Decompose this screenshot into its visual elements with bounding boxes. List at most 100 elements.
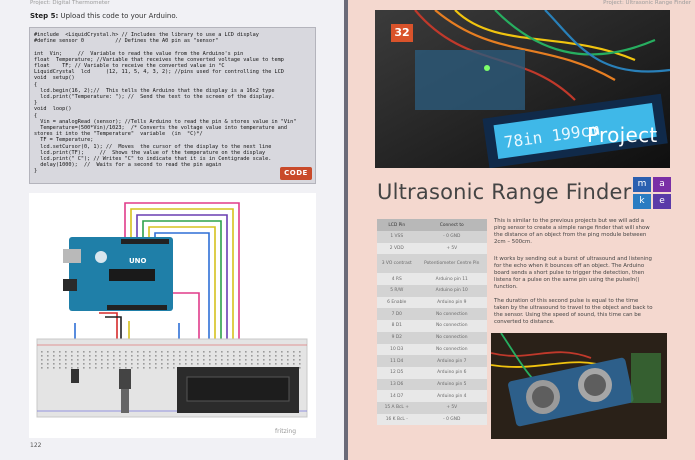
- temperature-sensor: [71, 369, 79, 383]
- table-cell-lcd-pin: 9 D2: [377, 331, 417, 344]
- breadboard-hole: [53, 351, 55, 353]
- breadboard-hole: [227, 351, 229, 353]
- breadboard-hole: [245, 363, 247, 365]
- breadboard-hole: [89, 367, 91, 369]
- breadboard-hole: [197, 355, 199, 357]
- breadboard-hole: [77, 363, 79, 365]
- breadboard-hole: [107, 359, 109, 361]
- breadboard-hole: [299, 363, 301, 365]
- step-label: Step 5:: [30, 12, 59, 20]
- breadboard-hole: [137, 363, 139, 365]
- breadboard-hole: [269, 355, 271, 357]
- arduino-label: UNO: [129, 257, 147, 265]
- breadboard-hole: [221, 359, 223, 361]
- breadboard-hole: [191, 363, 193, 365]
- breadboard-hole: [263, 363, 265, 365]
- make-letter-a: a: [653, 177, 671, 192]
- breadboard-hole: [41, 351, 43, 353]
- breadboard-hole: [155, 355, 157, 357]
- breadboard-hole: [245, 359, 247, 361]
- code-listing-box: #include <LiquidCrystal.h> // Includes t…: [29, 27, 316, 184]
- breadboard-hole: [209, 363, 211, 365]
- step-text: Upload this code to your Arduino.: [58, 12, 178, 20]
- left-page: Project: Digital Thermometer Step 5: Upl…: [0, 0, 344, 460]
- breadboard-hole: [83, 359, 85, 361]
- table-cell-connect-to: Arduino pin 9: [416, 296, 487, 309]
- breadboard-hole: [143, 363, 145, 365]
- breadboard-hole: [155, 351, 157, 353]
- make-letter-k: k: [633, 194, 651, 209]
- breadboard-hole: [299, 351, 301, 353]
- breadboard-hole: [263, 359, 265, 361]
- breadboard-hole: [149, 359, 151, 361]
- breadboard-hole: [161, 351, 163, 353]
- breadboard-hole: [125, 351, 127, 353]
- breadboard-hole: [209, 355, 211, 357]
- breadboard-hole: [233, 351, 235, 353]
- breadboard-hole: [203, 351, 205, 353]
- breadboard-hole: [281, 363, 283, 365]
- breadboard-hole: [221, 363, 223, 365]
- page-gutter: [344, 0, 348, 460]
- table-cell-connect-to: No connection: [416, 308, 487, 321]
- breadboard-hole: [185, 363, 187, 365]
- breadboard-hole: [119, 367, 121, 369]
- breadboard-hole: [275, 351, 277, 353]
- breadboard-hole: [89, 355, 91, 357]
- breadboard-hole: [269, 359, 271, 361]
- breadboard-hole: [287, 359, 289, 361]
- breadboard-hole: [53, 355, 55, 357]
- table-cell-connect-to: No connection: [416, 331, 487, 344]
- breadboard-hole: [137, 355, 139, 357]
- table-cell-lcd-pin: 12 D5: [377, 366, 417, 379]
- breadboard-hole: [167, 351, 169, 353]
- breadboard-hole: [101, 367, 103, 369]
- project-title: Ultrasonic Range Finder: [377, 180, 632, 204]
- breadboard-hole: [143, 351, 145, 353]
- breadboard-hole: [161, 363, 163, 365]
- breadboard-hole: [71, 363, 73, 365]
- breadboard-hole: [233, 359, 235, 361]
- table-row: 16 K BcL -- 0 GND: [377, 413, 487, 426]
- breadboard-hole: [83, 363, 85, 365]
- breadboard-hole: [47, 355, 49, 357]
- breadboard-hole: [59, 363, 61, 365]
- table-cell-lcd-pin: 6 Enable: [377, 296, 417, 309]
- code-tag-badge: CODE: [280, 167, 312, 180]
- breadboard-hole: [77, 355, 79, 357]
- breadboard-hole: [299, 367, 301, 369]
- breadboard-illustration: UNO fritzing: [36, 202, 308, 435]
- make-letter-e: e: [653, 194, 671, 209]
- breadboard-hole: [113, 355, 115, 357]
- breadboard-hole: [293, 355, 295, 357]
- breadboard-hole: [185, 359, 187, 361]
- breadboard-hole: [251, 355, 253, 357]
- breadboard-hole: [287, 351, 289, 353]
- table-cell-lcd-pin: 16 K BcL -: [377, 413, 417, 426]
- breadboard-hole: [263, 355, 265, 357]
- breadboard-hole: [65, 363, 67, 365]
- breadboard-hole: [161, 359, 163, 361]
- table-cell-connect-to: Potentiometer Centre Pin: [416, 254, 487, 274]
- breadboard-hole: [113, 359, 115, 361]
- table-cell-lcd-pin: 4 RS: [377, 273, 417, 286]
- breadboard-hole: [137, 351, 139, 353]
- breadboard-hole: [239, 363, 241, 365]
- paragraph-how-it-works: It works by sending out a burst of ultra…: [494, 256, 652, 290]
- breadboard-hole: [275, 355, 277, 357]
- breadboard-hole: [77, 351, 79, 353]
- table-cell-lcd-pin: 2 VDD: [377, 242, 417, 255]
- breadboard-hole: [203, 355, 205, 357]
- breadboard-hole: [179, 359, 181, 361]
- breadboard-hole: [113, 363, 115, 365]
- breadboard-hole: [293, 363, 295, 365]
- table-cell-connect-to: - 0 GND: [416, 413, 487, 426]
- breadboard-hole: [215, 355, 217, 357]
- breadboard-hole: [71, 351, 73, 353]
- breadboard-hole: [251, 359, 253, 361]
